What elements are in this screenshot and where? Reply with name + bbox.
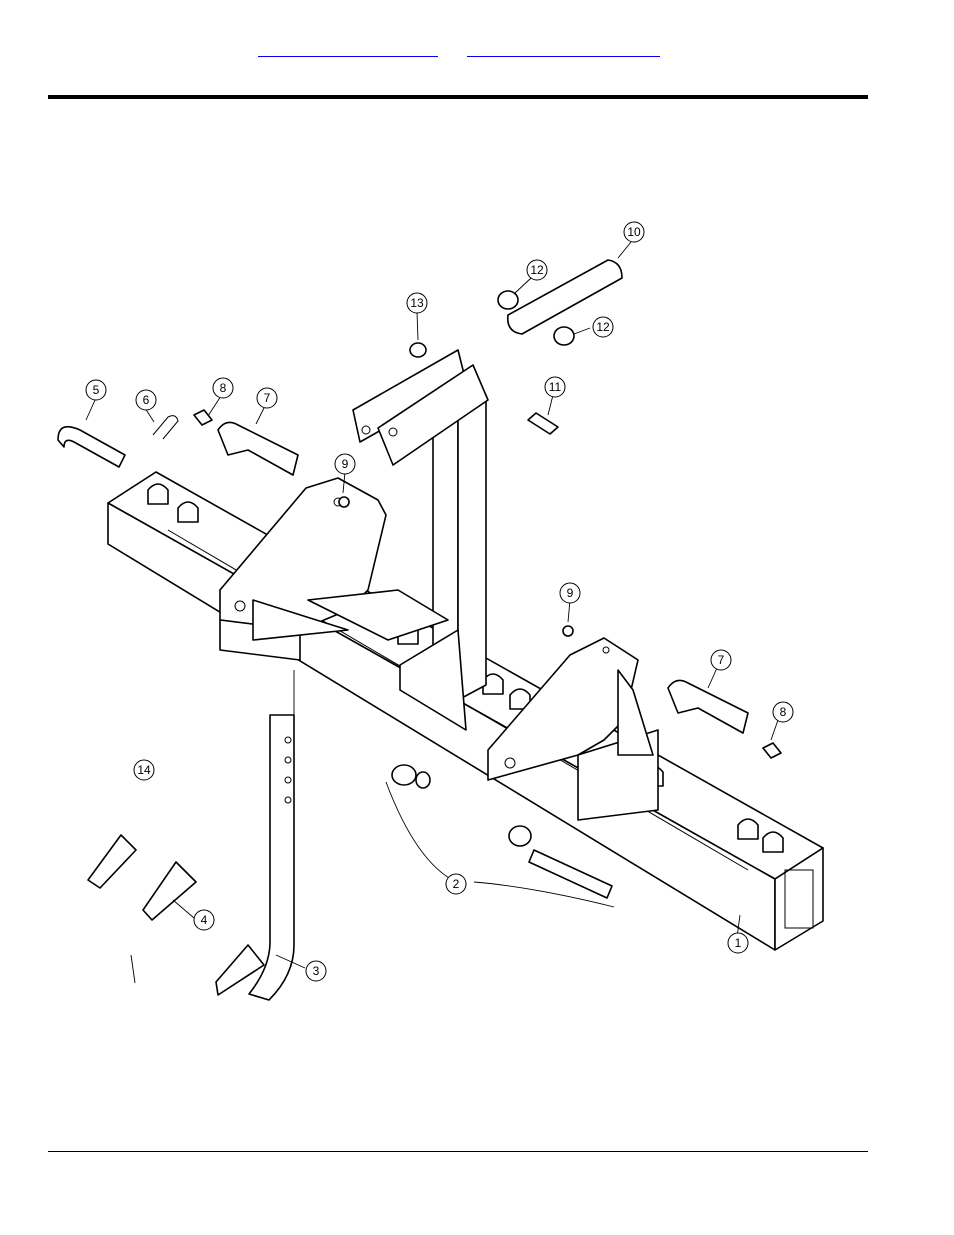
footer-rule (48, 1151, 868, 1152)
point-part (143, 862, 196, 920)
svg-text:8: 8 (220, 381, 227, 395)
clevis-washer (416, 772, 430, 788)
point-part-small (88, 835, 136, 888)
svg-text:3: 3 (313, 964, 320, 978)
svg-text:4: 4 (201, 913, 208, 927)
svg-text:12: 12 (530, 263, 544, 277)
pin-bracket-right (668, 680, 748, 733)
callout-8-left: 8 (213, 378, 233, 398)
svg-text:8: 8 (780, 705, 787, 719)
clevis-nut-b (509, 826, 531, 846)
svg-text:13: 13 (410, 296, 424, 310)
nav-link-left[interactable] (258, 38, 438, 57)
mast-bolt (528, 413, 558, 434)
callout-9-right: 9 (560, 583, 580, 603)
callout-14: 14 (134, 760, 154, 780)
svg-text:2: 2 (453, 877, 460, 891)
pin-bracket-left (218, 422, 298, 475)
svg-text:1: 1 (735, 936, 742, 950)
svg-text:9: 9 (567, 586, 574, 600)
callout-4: 4 (194, 910, 214, 930)
callout-5: 5 (86, 380, 106, 400)
shank (216, 715, 294, 1000)
bushing-bottom (554, 327, 574, 345)
bolt-right (763, 743, 781, 758)
callout-9-left: 9 (335, 454, 355, 474)
svg-text:5: 5 (93, 383, 100, 397)
svg-text:6: 6 (143, 393, 150, 407)
hitch-pin (58, 427, 125, 467)
nut-left (339, 497, 349, 507)
callout-8-right: 8 (773, 702, 793, 722)
bolt-left (194, 410, 212, 425)
callout-3: 3 (306, 961, 326, 981)
bushing-top (498, 291, 518, 309)
svg-text:10: 10 (627, 225, 641, 239)
callout-13: 13 (407, 293, 427, 313)
svg-text:9: 9 (342, 457, 349, 471)
nav-link-right[interactable] (467, 38, 660, 57)
callout-12-top: 12 (527, 260, 547, 280)
mast-nut (410, 343, 426, 357)
svg-text:7: 7 (264, 391, 271, 405)
callout-11: 11 (545, 377, 565, 397)
parts-exploded-diagram: 1 2 3 4 14 5 6 7 7 8 8 9 9 10 11 12 12 1… (48, 210, 838, 1010)
svg-text:7: 7 (718, 653, 725, 667)
callout-7-left: 7 (257, 388, 277, 408)
callout-12-bottom: 12 (593, 317, 613, 337)
callout-1: 1 (728, 933, 748, 953)
hair-pin-clip (153, 416, 178, 439)
svg-text:14: 14 (137, 763, 151, 777)
callout-10: 10 (624, 222, 644, 242)
clevis-nut-a (392, 765, 416, 785)
svg-text:11: 11 (549, 380, 562, 394)
svg-text:12: 12 (596, 320, 610, 334)
callout-7-right: 7 (711, 650, 731, 670)
callout-6: 6 (136, 390, 156, 410)
callout-2: 2 (446, 874, 466, 894)
nut-right (563, 626, 573, 636)
header-rule (48, 95, 868, 99)
